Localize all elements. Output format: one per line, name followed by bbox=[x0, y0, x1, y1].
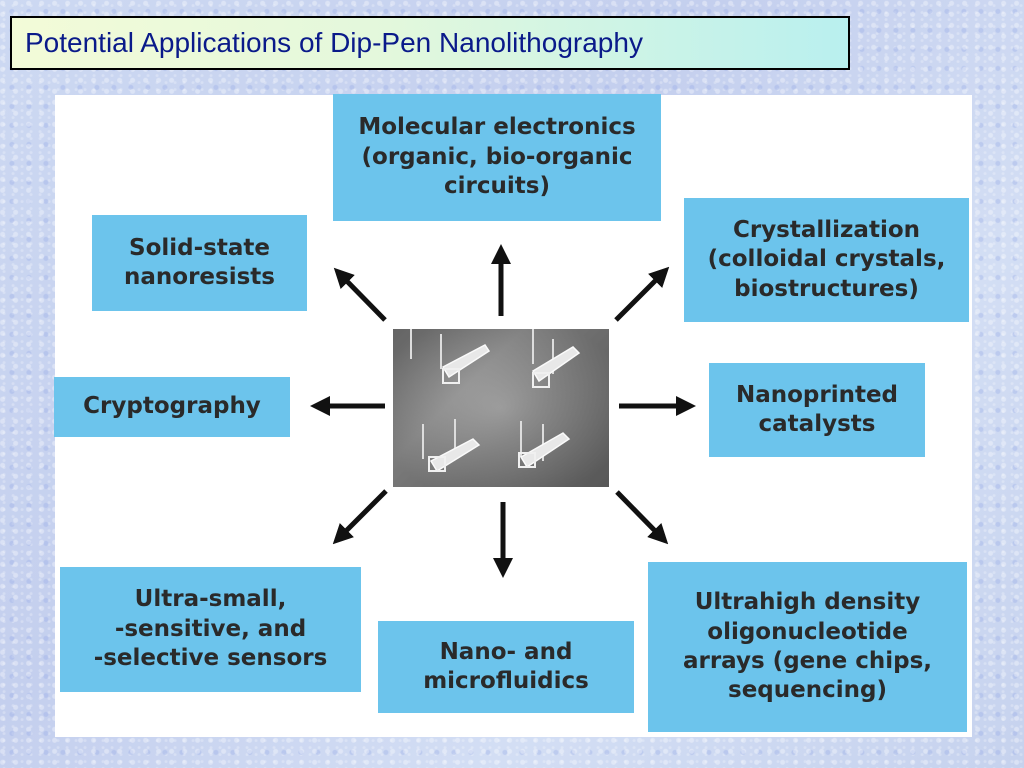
slide-title: Potential Applications of Dip-Pen Nanoli… bbox=[25, 27, 643, 58]
cantilever-array-graphic bbox=[393, 329, 609, 487]
box-nanoprinted-catalysts: Nanoprinted catalysts bbox=[709, 363, 925, 457]
box-sensors: Ultra-small, -sensitive, and -selective … bbox=[60, 567, 361, 692]
slide-title-box: Potential Applications of Dip-Pen Nanoli… bbox=[10, 16, 850, 70]
box-oligonucleotide-arrays: Ultrahigh density oligonucleotide arrays… bbox=[648, 562, 967, 732]
box-molecular-electronics: Molecular electronics (organic, bio-orga… bbox=[333, 94, 661, 221]
cantilever-array-image bbox=[393, 329, 609, 487]
box-cryptography: Cryptography bbox=[54, 377, 290, 437]
box-crystallization: Crystallization (colloidal crystals, bio… bbox=[684, 198, 969, 322]
box-microfluidics: Nano- and microfluidics bbox=[378, 621, 634, 713]
box-solid-state-nanoresists: Solid-state nanoresists bbox=[92, 215, 307, 311]
